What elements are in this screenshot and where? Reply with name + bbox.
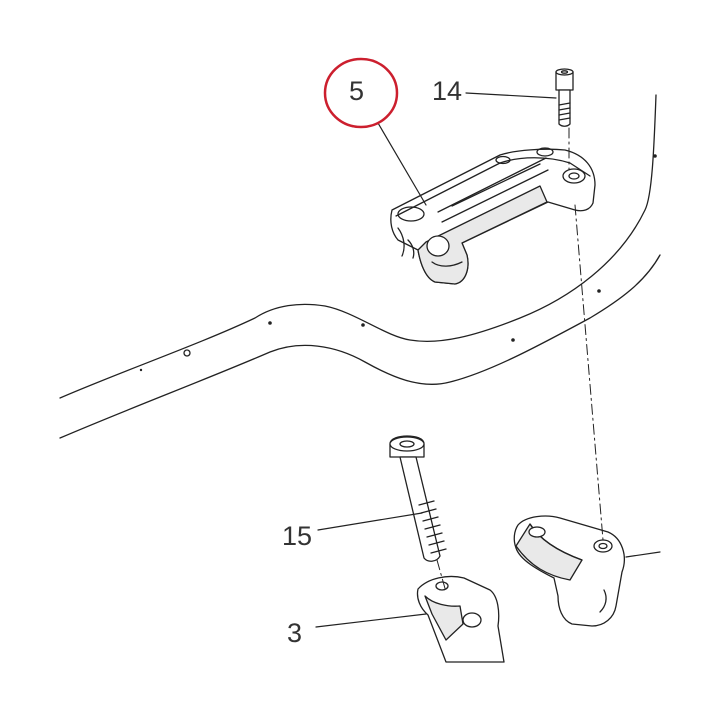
upper-clamp-part bbox=[390, 147, 596, 285]
leader-lines bbox=[315, 92, 661, 628]
callout-15-label: 15 bbox=[282, 521, 313, 551]
callout-5-highlight-ring bbox=[323, 57, 399, 129]
lower-riser-part-3 bbox=[416, 575, 505, 663]
callout-5-label: 5 bbox=[349, 76, 365, 106]
callout-14-label: 14 bbox=[432, 76, 463, 106]
bolt-14-part bbox=[555, 68, 574, 127]
assembly-lines bbox=[436, 127, 604, 593]
handlebar-outline bbox=[59, 94, 661, 439]
bolt-15-part bbox=[389, 435, 447, 562]
handlebar-hole bbox=[183, 349, 191, 357]
handlebar-marks bbox=[139, 154, 657, 372]
lower-riser-right-part bbox=[513, 515, 625, 627]
callout-3-label: 3 bbox=[287, 618, 303, 648]
